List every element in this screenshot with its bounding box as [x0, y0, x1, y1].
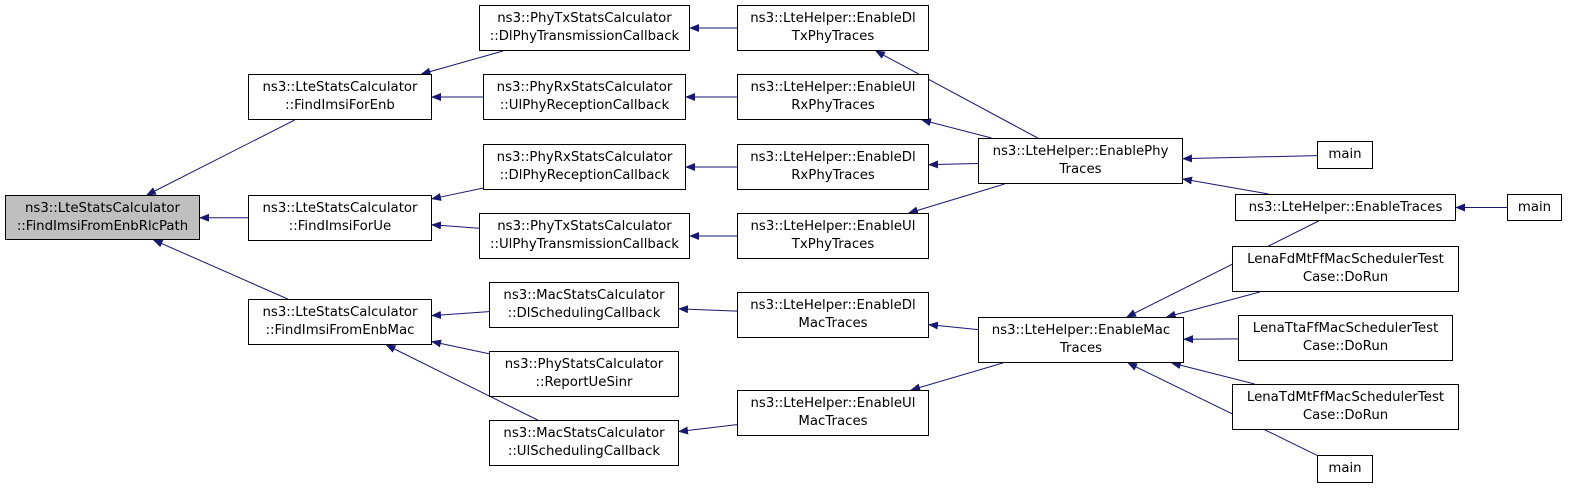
edge-htr-to-hmac: [1126, 220, 1319, 318]
node-main[interactable]: main: [1317, 141, 1373, 169]
node-enable-dl-mac-traces[interactable]: ns3::LteHelper::EnableDl MacTraces: [737, 292, 929, 338]
node-line: Traces: [1059, 162, 1102, 177]
node-line: ns3::LteStatsCalculator: [262, 80, 418, 95]
node-lena-td-mt-ff-mac-scheduler-test[interactable]: LenaTdMtFfMacSchedulerTest Case::DoRun: [1232, 384, 1459, 430]
node-line: MacTraces: [798, 316, 868, 331]
node-line: ns3::LteHelper::EnableUl: [750, 219, 916, 234]
node-main[interactable]: main: [1317, 455, 1373, 483]
node-line: ::FindImsiFromEnbRlcPath: [16, 218, 189, 234]
node-line: ::FindImsiForUe: [288, 219, 392, 234]
node-find-imsi-for-enb[interactable]: ns3::LteStatsCalculator ::FindImsiForEnb: [248, 74, 432, 120]
edge-hphy-to-hdlrx: [928, 160, 979, 169]
node-line: ns3::PhyRxStatsCalculator: [496, 150, 673, 165]
node-enable-dl-rx-phy-traces[interactable]: ns3::LteHelper::EnableDl RxPhyTraces: [737, 144, 929, 190]
edge-hphy-to-hdltx: [874, 50, 1038, 139]
node-enable-dl-tx-phy-traces[interactable]: ns3::LteHelper::EnableDl TxPhyTraces: [737, 5, 929, 51]
edge-tdmt-to-hmac: [1170, 361, 1255, 385]
edge-hmac-to-hdlmac: [928, 321, 979, 331]
node-line: TxPhyTraces: [791, 237, 875, 252]
node-line: ns3::LteHelper::EnableDl: [750, 11, 916, 26]
node-line: ::DlPhyReceptionCallback: [499, 168, 670, 183]
node-line: LenaFdMtFfMacSchedulerTest: [1247, 252, 1444, 267]
node-dl-phy-reception-callback[interactable]: ns3::PhyRxStatsCalculator ::DlPhyRecepti…: [483, 144, 686, 190]
node-ul-phy-reception-callback[interactable]: ns3::PhyRxStatsCalculator ::UlPhyRecepti…: [483, 74, 686, 120]
edge-ultx-to-fue: [431, 221, 480, 230]
node-line: Case::DoRun: [1302, 270, 1389, 285]
edge-dltx-to-fenb: [420, 50, 504, 76]
node-line: ::FindImsiForEnb: [285, 98, 395, 113]
node-line: ns3::PhyStatsCalculator: [504, 357, 664, 372]
node-line: MacTraces: [798, 414, 868, 429]
node-line: ns3::LteHelper::EnableUl: [750, 396, 916, 411]
node-enable-ul-tx-phy-traces[interactable]: ns3::LteHelper::EnableUl TxPhyTraces: [737, 213, 929, 259]
edge-sinr-to-fmac: [431, 339, 490, 355]
node-line: ns3::PhyTxStatsCalculator: [497, 11, 672, 26]
node-lena-tta-ff-mac-scheduler-test[interactable]: LenaTtaFfMacSchedulerTest Case::DoRun: [1238, 315, 1453, 361]
edge-dlsch-to-fmac: [431, 310, 490, 319]
node-dl-phy-transmission-callback[interactable]: ns3::PhyTxStatsCalculator ::DlPhyTransmi…: [479, 5, 690, 51]
node-enable-ul-rx-phy-traces[interactable]: ns3::LteHelper::EnableUl RxPhyTraces: [737, 74, 929, 120]
node-line: ::ReportUeSinr: [535, 375, 633, 390]
node-line: TxPhyTraces: [791, 29, 875, 44]
node-line: ns3::LteHelper::EnableMac: [991, 323, 1171, 338]
node-main[interactable]: main: [1507, 194, 1562, 221]
node-line: ::DlPhyTransmissionCallback: [489, 29, 680, 44]
node-line: ns3::PhyTxStatsCalculator: [497, 219, 672, 234]
node-find-imsi-from-enb-rlc-path[interactable]: ns3::LteStatsCalculator ::FindImsiFromEn…: [5, 195, 200, 240]
edge-hphy-to-hultx: [907, 183, 1005, 215]
node-line: main: [1517, 199, 1552, 215]
node-enable-traces[interactable]: ns3::LteHelper::EnableTraces: [1235, 194, 1456, 221]
node-line: ::UlPhyTransmissionCallback: [489, 237, 680, 252]
node-lena-fd-mt-ff-mac-scheduler-test[interactable]: LenaFdMtFfMacSchedulerTest Case::DoRun: [1232, 246, 1459, 292]
node-line: ns3::LteHelper::EnableTraces: [1248, 199, 1443, 215]
node-line: RxPhyTraces: [791, 98, 875, 113]
node-line: ns3::LteHelper::EnablePhy: [992, 144, 1169, 159]
node-enable-ul-mac-traces[interactable]: ns3::LteHelper::EnableUl MacTraces: [737, 390, 929, 436]
edge-hulmac-to-ulsch: [678, 424, 738, 435]
edge-hmac-to-hulmac: [910, 362, 1004, 392]
edge-hdlmac-to-dlsch: [678, 305, 738, 314]
node-line: ns3::LteStatsCalculator: [24, 200, 181, 216]
node-line: ns3::MacStatsCalculator: [503, 426, 665, 441]
node-line: ns3::LteHelper::EnableDl: [750, 150, 916, 165]
node-find-imsi-from-enb-mac[interactable]: ns3::LteStatsCalculator ::FindImsiFromEn…: [248, 299, 432, 345]
node-enable-mac-traces[interactable]: ns3::LteHelper::EnableMac Traces: [978, 317, 1184, 363]
node-line: ::UlSchedulingCallback: [507, 444, 661, 459]
node-line: main: [1328, 147, 1362, 162]
node-line: ::DlSchedulingCallback: [507, 306, 661, 321]
edge-main1-to-hphy: [1182, 154, 1318, 163]
edge-ulsch-to-fmac: [385, 344, 538, 421]
node-report-ue-sinr[interactable]: ns3::PhyStatsCalculator ::ReportUeSinr: [489, 351, 679, 397]
node-line: ns3::LteHelper::EnableDl: [750, 298, 916, 313]
edge-htr-to-hphy: [1182, 176, 1269, 195]
node-line: ns3::LteStatsCalculator: [262, 305, 418, 320]
node-line: Case::DoRun: [1302, 339, 1389, 354]
node-line: Case::DoRun: [1302, 408, 1389, 423]
edge-main2-to-hmac: [1127, 362, 1318, 456]
node-line: RxPhyTraces: [791, 168, 875, 183]
node-line: ns3::LteStatsCalculator: [262, 201, 418, 216]
node-line: LenaTdMtFfMacSchedulerTest: [1246, 390, 1445, 405]
edge-hphy-to-hulrx: [920, 118, 992, 139]
edge-fdmt-to-hmac: [1165, 291, 1260, 319]
node-dl-scheduling-callback[interactable]: ns3::MacStatsCalculator ::DlSchedulingCa…: [489, 282, 679, 328]
node-line: Traces: [1059, 341, 1103, 356]
node-find-imsi-for-ue[interactable]: ns3::LteStatsCalculator ::FindImsiForUe: [248, 195, 432, 241]
node-line: ns3::MacStatsCalculator: [503, 288, 665, 303]
node-line: ns3::LteHelper::EnableUl: [750, 80, 916, 95]
node-ul-phy-transmission-callback[interactable]: ns3::PhyTxStatsCalculator ::UlPhyTransmi…: [479, 213, 690, 259]
node-line: ::FindImsiFromEnbMac: [265, 323, 415, 338]
edge-fmac-to-root: [152, 239, 288, 300]
node-line: LenaTtaFfMacSchedulerTest: [1252, 321, 1439, 336]
node-line: main: [1328, 461, 1362, 476]
edge-dlrx-to-fue: [431, 187, 484, 201]
node-line: ::UlPhyReceptionCallback: [499, 98, 670, 113]
edge-fenb-to-root: [145, 119, 295, 196]
node-ul-scheduling-callback[interactable]: ns3::MacStatsCalculator ::UlSchedulingCa…: [489, 420, 679, 466]
node-enable-phy-traces[interactable]: ns3::LteHelper::EnablePhy Traces: [978, 138, 1183, 184]
node-line: ns3::PhyRxStatsCalculator: [496, 80, 673, 95]
